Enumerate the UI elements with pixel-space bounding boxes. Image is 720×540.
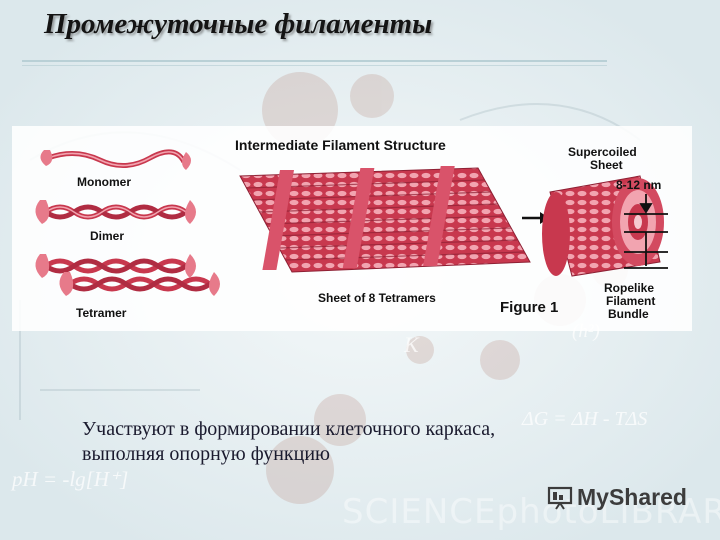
label-bundle-line2: Filament (606, 294, 655, 308)
label-bundle-line1: Ropelike (604, 281, 654, 295)
label-sheet: Sheet of 8 Tetramers (318, 291, 436, 305)
label-bundle-line3: Bundle (608, 307, 649, 321)
slide-body-text: Участвуют в формировании клеточного карк… (82, 417, 522, 467)
label-dimer: Dimer (90, 229, 124, 243)
label-monomer: Monomer (77, 175, 131, 189)
myshared-logo: MyShared (547, 484, 687, 511)
label-figure-number: Figure 1 (500, 299, 558, 316)
figure-heading-text: Intermediate Filament Structure (235, 137, 446, 153)
label-supercoiled-line1: Supercoiled (568, 145, 637, 159)
projector-screen-icon (547, 486, 573, 510)
logo-text: MyShared (577, 484, 687, 511)
label-supercoiled-line2: Sheet (590, 158, 623, 172)
label-diameter: 8-12 nm (616, 178, 661, 192)
label-tetramer: Tetramer (76, 306, 127, 320)
